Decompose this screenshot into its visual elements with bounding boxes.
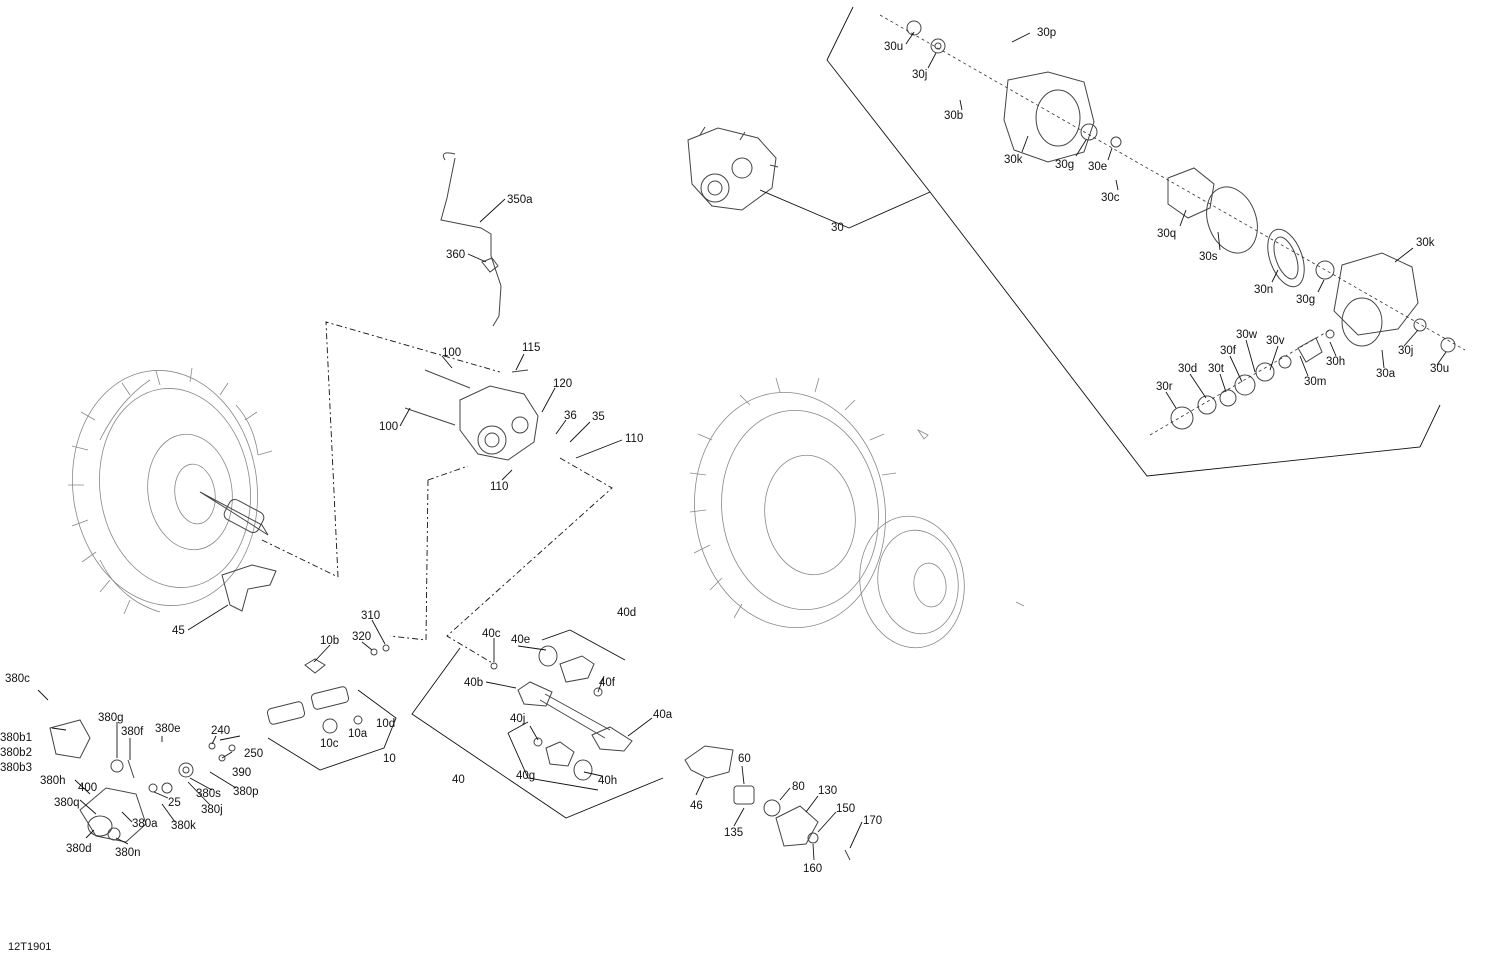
callout-label: 120	[553, 378, 572, 390]
callout-label: 80	[792, 781, 805, 793]
callout-label: 30d	[1178, 363, 1197, 375]
callout-label: 40j	[510, 713, 525, 725]
callout-label: 100	[379, 421, 398, 433]
diagram-reference-code: 12T1901	[8, 941, 51, 953]
callout-label: 36	[564, 410, 577, 422]
callout-label: 350a	[507, 194, 533, 206]
callout-label: 110	[490, 481, 508, 493]
callout-labels: 30p 30u 30j 30b 30k 30g 30e 30c 30q 30s …	[0, 27, 1449, 875]
differential-assembly-drawing	[687, 126, 779, 211]
callout-label: 30v	[1266, 335, 1285, 347]
callout-label: 360	[446, 249, 465, 261]
callout-label: 30j	[1398, 345, 1413, 357]
callout-label: 30g	[1296, 294, 1315, 306]
callout-label: 380a	[132, 818, 158, 830]
callout-label: 380b3	[0, 762, 32, 774]
callout-label: 380e	[155, 723, 181, 735]
callout-label: 30u	[884, 41, 903, 53]
callout-label: 40f	[599, 677, 616, 689]
callout-label: 40a	[653, 709, 673, 721]
callout-label: 30p	[1037, 27, 1056, 39]
callout-label: 130	[818, 785, 837, 797]
callout-label: 30h	[1326, 356, 1345, 368]
callout-label: 150	[836, 803, 855, 815]
callout-label: 30w	[1236, 329, 1258, 341]
callout-label: 380k	[171, 820, 196, 832]
callout-label: 380d	[66, 843, 92, 855]
callout-label: 40h	[598, 775, 617, 787]
callout-label: 250	[244, 748, 263, 760]
callout-label: 10c	[320, 738, 339, 750]
center-gearbox-drawing	[404, 152, 539, 461]
leader-lines	[37, 31, 1447, 861]
left-tire-drawing	[68, 367, 273, 615]
callout-label: 30m	[1304, 376, 1326, 388]
callout-label: 46	[690, 800, 703, 812]
callout-label: 380c	[5, 673, 30, 685]
callout-label: 35	[592, 411, 605, 423]
callout-label: 30u	[1430, 363, 1449, 375]
callout-label: 30j	[912, 69, 927, 81]
callout-label: 25	[168, 797, 181, 809]
callout-label: 45	[172, 625, 185, 637]
callout-label: 390	[232, 767, 251, 779]
bracket-lines	[261, 6, 1441, 819]
callout-label: 380g	[98, 712, 124, 724]
callout-label: 310	[361, 610, 380, 622]
callout-label: 400	[78, 782, 97, 794]
callout-label: 10	[383, 753, 396, 765]
callout-label: 30k	[1416, 237, 1435, 249]
callout-label: 380h	[40, 775, 66, 787]
callout-label: 30n	[1254, 284, 1273, 296]
callout-label: 10b	[320, 635, 339, 647]
callout-label: 30r	[1156, 381, 1173, 393]
callout-label: 30s	[1199, 251, 1218, 263]
callout-label: 30g	[1055, 159, 1074, 171]
callout-label: 30b	[944, 110, 963, 122]
callout-label: 30q	[1157, 228, 1176, 240]
callout-label: 40g	[516, 770, 535, 782]
callout-label: 380q	[54, 797, 80, 809]
small-parts-drawing	[49, 564, 851, 861]
callout-label: 380s	[196, 788, 221, 800]
callout-label: 380b1	[0, 732, 32, 744]
right-tire-drawing	[689, 377, 1025, 649]
callout-label: 30f	[1220, 345, 1237, 357]
differential-exploded-drawing	[879, 14, 1466, 436]
callout-label: 380n	[115, 847, 141, 859]
callout-label: 30c	[1101, 192, 1120, 204]
callout-label: 115	[522, 342, 540, 354]
callout-label: 380b2	[0, 747, 32, 759]
callout-label: 40b	[464, 677, 483, 689]
callout-label: 40e	[511, 634, 530, 646]
callout-label: 40c	[482, 628, 501, 640]
callout-label: 30	[831, 222, 844, 234]
callout-label: 320	[352, 631, 371, 643]
callout-label: 380p	[233, 786, 259, 798]
callout-label: 30e	[1088, 161, 1107, 173]
callout-label: 170	[863, 815, 882, 827]
callout-label: 10d	[376, 718, 395, 730]
callout-label: 380j	[201, 804, 223, 816]
callout-label: 30k	[1004, 154, 1023, 166]
callout-label: 40d	[617, 607, 636, 619]
callout-label: 100	[442, 347, 461, 359]
callout-label: 30a	[1376, 368, 1396, 380]
callout-label: 380f	[121, 726, 144, 738]
callout-label: 10a	[348, 728, 368, 740]
callout-label: 135	[724, 827, 743, 839]
callout-label: 110	[625, 433, 643, 445]
callout-label: 160	[803, 863, 822, 875]
callout-label: 30t	[1208, 363, 1225, 375]
callout-label: 240	[211, 725, 230, 737]
callout-label: 60	[738, 753, 751, 765]
callout-label: 40	[452, 774, 465, 786]
